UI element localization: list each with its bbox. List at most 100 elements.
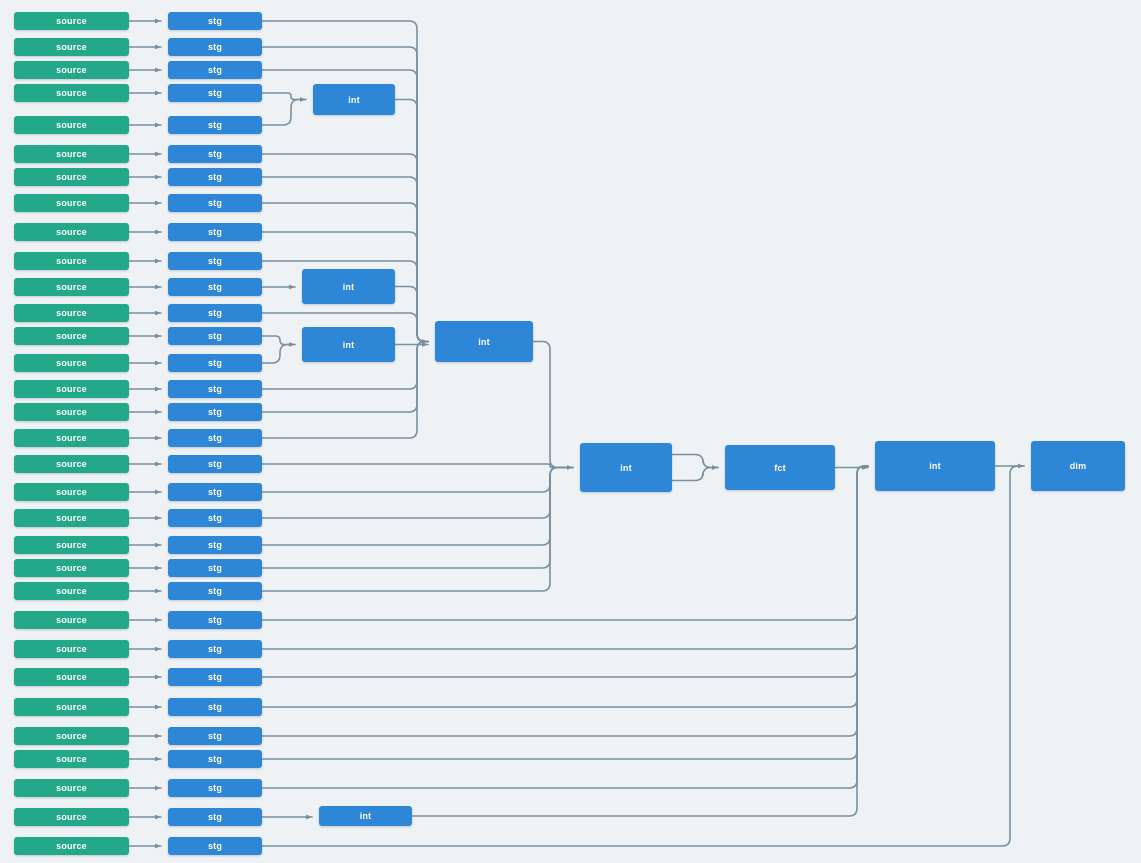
node-stg-stg18[interactable]: stg [168,455,262,473]
node-int-int_e[interactable]: int [580,443,672,492]
node-label: stg [207,65,223,75]
node-source-src23[interactable]: source [14,582,129,600]
node-int-int_d[interactable]: int [435,321,533,362]
node-stg-stg2[interactable]: stg [168,38,262,56]
node-fct-fct_a[interactable]: fct [725,445,835,490]
node-stg-stg22[interactable]: stg [168,559,262,577]
node-source-src11[interactable]: source [14,278,129,296]
node-label: stg [207,16,223,26]
edge-stg32-to-dim [261,465,1025,847]
node-source-src31[interactable]: source [14,808,129,826]
node-source-src15[interactable]: source [14,380,129,398]
node-label: source [56,227,87,237]
node-source-src25[interactable]: source [14,640,129,658]
node-label: stg [207,88,223,98]
node-stg-stg21[interactable]: stg [168,536,262,554]
node-stg-stg4[interactable]: stg [168,84,262,102]
node-source-src22[interactable]: source [14,559,129,577]
node-stg-stg17[interactable]: stg [168,429,262,447]
node-label: stg [207,513,223,523]
node-int-int_b[interactable]: int [302,269,395,304]
node-label: stg [207,731,223,741]
node-stg-stg3[interactable]: stg [168,61,262,79]
node-source-src20[interactable]: source [14,509,129,527]
node-stg-stg10[interactable]: stg [168,252,262,270]
node-source-src6[interactable]: source [14,145,129,163]
node-source-src29[interactable]: source [14,750,129,768]
node-label: source [56,198,87,208]
node-stg-stg1[interactable]: stg [168,12,262,30]
node-stg-stg8[interactable]: stg [168,194,262,212]
node-source-src3[interactable]: source [14,61,129,79]
node-source-src8[interactable]: source [14,194,129,212]
node-stg-stg25[interactable]: stg [168,640,262,658]
node-source-src9[interactable]: source [14,223,129,241]
node-int-int_c[interactable]: int [302,327,395,362]
node-stg-stg13[interactable]: stg [168,327,262,345]
node-stg-stg5[interactable]: stg [168,116,262,134]
node-label: stg [207,702,223,712]
edge-int-b-to-bus [394,285,429,343]
node-int-int_f[interactable]: int [875,441,995,491]
node-source-src13[interactable]: source [14,327,129,345]
node-dim-dim_a[interactable]: dim [1031,441,1125,491]
node-stg-stg11[interactable]: stg [168,278,262,296]
edge-bus-upper-stg7 [261,176,429,343]
node-source-src16[interactable]: source [14,403,129,421]
node-label: source [56,783,87,793]
edge-bus-bottom-stg25 [261,465,869,650]
node-source-src19[interactable]: source [14,483,129,501]
node-stg-stg20[interactable]: stg [168,509,262,527]
node-label: source [56,149,87,159]
node-source-src12[interactable]: source [14,304,129,322]
node-label: int [348,94,360,105]
node-stg-stg27[interactable]: stg [168,698,262,716]
node-label: source [56,16,87,26]
edge-bus-lower-stg23 [261,466,574,592]
edge-int-g-to-bus [411,465,869,817]
node-stg-stg31[interactable]: stg [168,808,262,826]
node-source-src10[interactable]: source [14,252,129,270]
node-source-src4[interactable]: source [14,84,129,102]
node-label: stg [207,459,223,469]
node-source-src27[interactable]: source [14,698,129,716]
node-source-src24[interactable]: source [14,611,129,629]
node-int-int_g[interactable]: int [319,806,412,826]
node-stg-stg9[interactable]: stg [168,223,262,241]
node-stg-stg28[interactable]: stg [168,727,262,745]
node-stg-stg6[interactable]: stg [168,145,262,163]
node-stg-stg23[interactable]: stg [168,582,262,600]
node-source-src32[interactable]: source [14,837,129,855]
node-stg-stg14[interactable]: stg [168,354,262,372]
node-stg-stg30[interactable]: stg [168,779,262,797]
node-source-src2[interactable]: source [14,38,129,56]
node-source-src21[interactable]: source [14,536,129,554]
node-stg-stg15[interactable]: stg [168,380,262,398]
node-label: stg [207,331,223,341]
node-stg-stg7[interactable]: stg [168,168,262,186]
node-source-src17[interactable]: source [14,429,129,447]
node-source-src26[interactable]: source [14,668,129,686]
node-stg-stg19[interactable]: stg [168,483,262,501]
node-label: source [56,407,87,417]
node-source-src14[interactable]: source [14,354,129,372]
node-label: stg [207,149,223,159]
node-source-src28[interactable]: source [14,727,129,745]
node-source-src7[interactable]: source [14,168,129,186]
node-int-int_a[interactable]: int [313,84,395,115]
node-stg-stg16[interactable]: stg [168,403,262,421]
node-label: source [56,65,87,75]
node-stg-stg29[interactable]: stg [168,750,262,768]
node-label: source [56,644,87,654]
node-stg-stg32[interactable]: stg [168,837,262,855]
edge-bus-lower-stg19 [261,466,574,493]
node-source-src5[interactable]: source [14,116,129,134]
node-stg-stg24[interactable]: stg [168,611,262,629]
node-label: int [342,281,355,292]
node-source-src18[interactable]: source [14,455,129,473]
node-source-src30[interactable]: source [14,779,129,797]
node-stg-stg26[interactable]: stg [168,668,262,686]
node-source-src1[interactable]: source [14,12,129,30]
node-stg-stg12[interactable]: stg [168,304,262,322]
